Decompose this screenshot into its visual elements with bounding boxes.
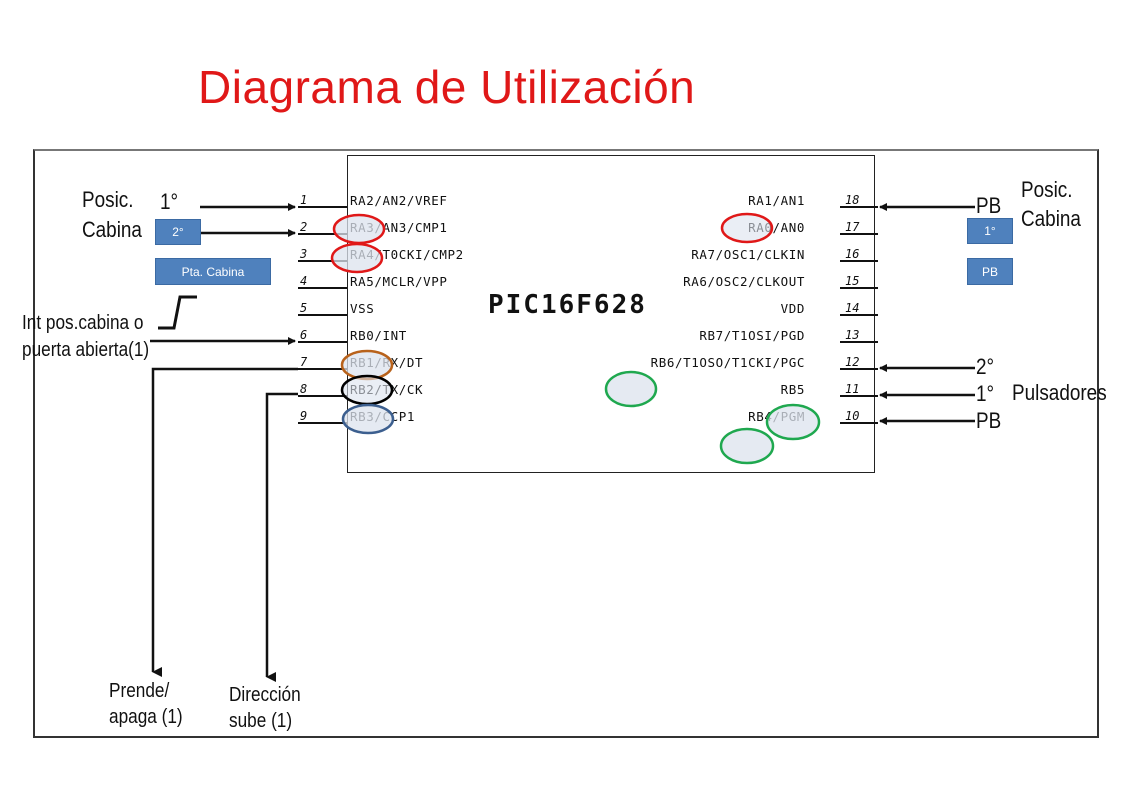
right-cabina-label: Cabina xyxy=(1021,206,1081,231)
pin-number-16: 16 xyxy=(845,247,860,261)
pin-number-11: 11 xyxy=(845,382,860,396)
int-pos-label-line1: Int pos.cabina o xyxy=(22,312,144,334)
pin-number-18: 18 xyxy=(845,193,860,207)
pin-label-rb6: RB6/T1OSO/T1CKI/PGC xyxy=(650,355,805,370)
prende-label-line2: apaga (1) xyxy=(109,706,183,728)
right-pb-top-label: PB xyxy=(976,193,1002,218)
pin-label-vdd: VDD xyxy=(780,301,805,316)
pin-number-14: 14 xyxy=(845,301,860,315)
left-posic-label: Posic. xyxy=(82,187,134,212)
direccion-label-line1: Dirección xyxy=(229,684,301,706)
box-pta-cabina: Pta. Cabina xyxy=(155,258,271,285)
left-pin-stubs xyxy=(298,206,347,424)
pin-label-rb5: RB5 xyxy=(780,382,805,397)
left-cabina-label: Cabina xyxy=(82,217,142,242)
pin-number-3: 3 xyxy=(300,247,308,261)
box-first-floor-right: 1° xyxy=(967,218,1013,244)
pin-label-ra7: RA7/OSC1/CLKIN xyxy=(691,247,805,262)
box-pb-right: PB xyxy=(967,258,1013,285)
step-signal-icon xyxy=(158,295,197,330)
button-second-floor-label: 2° xyxy=(976,354,995,379)
right-posic-label: Posic. xyxy=(1021,177,1073,202)
pin-number-12: 12 xyxy=(845,355,860,369)
pulsadores-label: Pulsadores xyxy=(1012,380,1107,405)
chip-name: PIC16F628 xyxy=(488,290,647,320)
pin-number-10: 10 xyxy=(845,409,860,423)
pin-number-7: 7 xyxy=(300,355,308,369)
pin-label-ra5: RA5/MCLR/VPP xyxy=(350,274,448,289)
marker-rb4-extra xyxy=(719,427,775,465)
marker-rb6 xyxy=(604,370,658,408)
right-pin-stubs xyxy=(840,206,878,424)
pin-number-17: 17 xyxy=(845,220,860,234)
marker-ra3 xyxy=(332,213,386,245)
marker-rb4 xyxy=(765,403,821,441)
marker-ra0 xyxy=(720,212,774,244)
pin-number-13: 13 xyxy=(845,328,860,342)
int-pos-label-line2: puerta abierta(1) xyxy=(22,339,150,361)
pin-number-1: 1 xyxy=(300,193,308,207)
marker-ra4 xyxy=(330,242,384,274)
pin-label-ra2: RA2/AN2/VREF xyxy=(350,193,448,208)
box-second-floor-left: 2° xyxy=(155,219,201,245)
direccion-label-line2: sube (1) xyxy=(229,710,293,732)
left-first-floor-label: 1° xyxy=(160,189,179,214)
marker-rb2 xyxy=(340,374,394,406)
pin-number-2: 2 xyxy=(300,220,308,234)
prende-label-line1: Prende/ xyxy=(109,680,170,702)
pin-label-rb7: RB7/T1OSI/PGD xyxy=(699,328,805,343)
page-title: Diagrama de Utilización xyxy=(198,61,696,113)
pin-label-ra1: RA1/AN1 xyxy=(748,193,805,208)
pin-label-rb0: RB0/INT xyxy=(350,328,407,343)
pin-number-4: 4 xyxy=(300,274,308,288)
pin-label-ra6: RA6/OSC2/CLKOUT xyxy=(683,274,805,289)
button-first-floor-label: 1° xyxy=(976,381,995,406)
button-pb-label: PB xyxy=(976,408,1002,433)
pin-number-15: 15 xyxy=(845,274,860,288)
output-line-prende xyxy=(151,367,298,677)
output-line-direccion xyxy=(265,392,298,682)
diagram-frame xyxy=(33,149,1099,738)
pin-label-vss: VSS xyxy=(350,301,375,316)
pin-number-8: 8 xyxy=(300,382,308,396)
marker-rb3 xyxy=(341,403,395,435)
pin-number-5: 5 xyxy=(300,301,308,315)
pin-number-6: 6 xyxy=(300,328,308,342)
pin-number-9: 9 xyxy=(300,409,308,423)
